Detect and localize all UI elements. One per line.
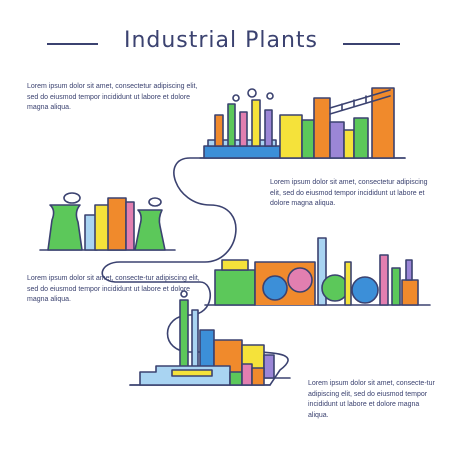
- title-rule-right: [343, 43, 400, 45]
- title-rule-left: [47, 43, 98, 45]
- page-title: Industrial Plants: [123, 28, 319, 53]
- warehouse-icon: [129, 363, 271, 386]
- factory-complex-icon: [199, 87, 406, 159]
- power-plant-icon: [39, 192, 176, 251]
- paragraph-1: Lorem ipsum dolor sit amet, consectetur …: [27, 83, 198, 111]
- paragraph-2: Lorem ipsum dolor sit amet, consectetur …: [270, 179, 428, 207]
- paragraph-3: Lorem ipsum dolor sit amet, consecte-tur…: [27, 275, 200, 303]
- header: Industrial Plants: [0, 26, 450, 60]
- paragraph-4: Lorem ipsum dolor sit amet, consecte-tur…: [308, 380, 435, 419]
- refinery-icon: [204, 237, 431, 306]
